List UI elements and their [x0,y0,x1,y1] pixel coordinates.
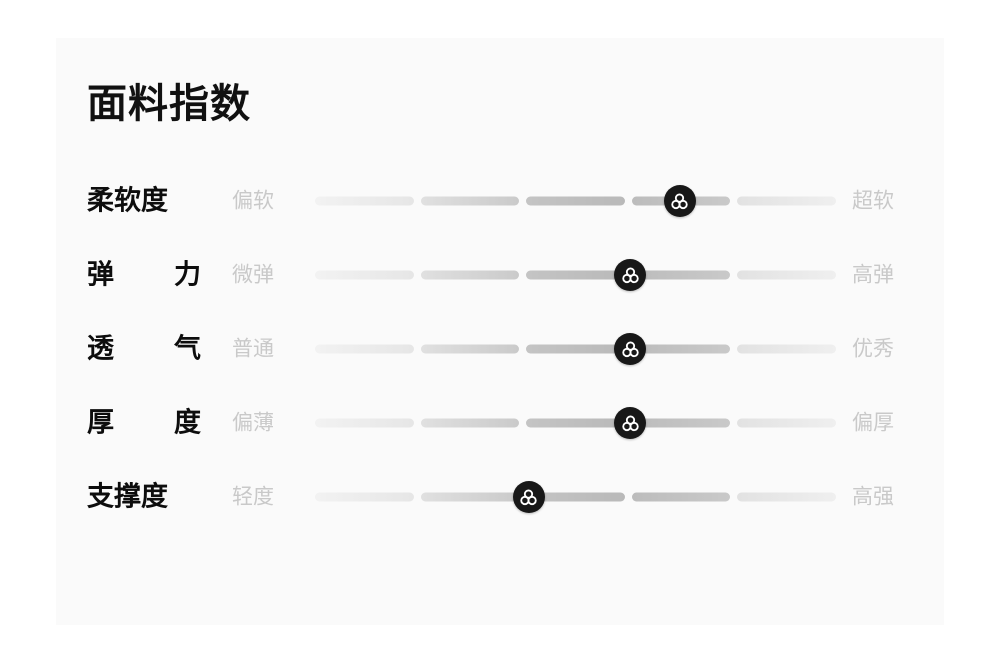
track-segment-1 [315,418,414,428]
track-segment-5 [737,196,836,206]
slider-thumb-elasticity[interactable] [614,259,647,291]
metric-label-breathability: 透 气 [87,333,205,364]
metric-label-char: 弹 [87,259,114,290]
slider-track[interactable] [315,270,836,280]
track-segment-2 [420,196,520,206]
metric-label-char: 气 [174,333,201,364]
slider-thumb-breathability[interactable] [614,333,647,365]
track-segment-3 [526,270,625,280]
track-segment-4 [631,492,731,502]
track-segment-2 [420,418,520,428]
track-segment-4 [631,270,731,280]
metric-row: 支撑度 轻度 [56,460,944,534]
trefoil-icon [518,487,539,508]
track-segment-5 [737,418,836,428]
metric-low-caption-elasticity: 微弹 [232,263,274,287]
metric-row: 柔软度 偏软 [56,164,944,238]
page-title: 面料指数 [87,82,251,126]
metric-low-caption-breathability: 普通 [232,337,274,361]
trefoil-icon [620,265,641,286]
track-segment-5 [737,492,836,502]
metric-label-char: 力 [174,259,201,290]
track-segment-3 [526,492,625,502]
metric-low-caption-thickness: 偏薄 [232,411,274,435]
trefoil-icon [669,191,690,212]
slider-support[interactable] [315,481,836,513]
metric-label-softness: 柔软度 [87,185,168,216]
slider-breathability[interactable] [315,333,836,365]
metric-high-caption-thickness: 偏厚 [852,411,894,435]
metric-label-thickness: 厚 度 [87,407,205,438]
metric-label-char: 度 [174,407,201,438]
slider-thickness[interactable] [315,407,836,439]
slider-track[interactable] [315,196,836,206]
slider-softness[interactable] [315,185,836,217]
slider-thumb-softness[interactable] [663,185,696,217]
metric-low-caption-support: 轻度 [232,485,274,509]
metric-row: 透 气 普通 [56,312,944,386]
metric-label-elasticity: 弹 力 [87,259,205,290]
track-segment-1 [315,270,414,280]
metric-high-caption-elasticity: 高弹 [852,263,894,287]
track-segment-1 [315,344,414,354]
track-segment-3 [526,344,625,354]
trefoil-icon [620,339,641,360]
metric-label-char: 透 [87,333,114,364]
metric-high-caption-support: 高强 [852,485,894,509]
metric-row: 厚 度 偏薄 [56,386,944,460]
metric-row: 弹 力 微弹 [56,238,944,312]
slider-track[interactable] [315,344,836,354]
track-segment-4 [631,418,731,428]
metric-low-caption-softness: 偏软 [232,189,274,213]
fabric-index-card: 面料指数 柔软度 偏软 [56,38,944,625]
track-segment-1 [315,492,414,502]
track-segment-5 [737,270,836,280]
track-segment-2 [420,344,520,354]
track-segment-3 [526,196,625,206]
slider-track[interactable] [315,418,836,428]
trefoil-icon [620,413,641,434]
track-segment-2 [420,270,520,280]
metric-row-list: 柔软度 偏软 [56,164,944,534]
metric-label-char: 厚 [87,407,114,438]
track-segment-4 [631,344,731,354]
metric-high-caption-softness: 超软 [852,189,894,213]
metric-high-caption-breathability: 优秀 [852,337,894,361]
slider-track[interactable] [315,492,836,502]
track-segment-5 [737,344,836,354]
track-segment-2 [420,492,520,502]
slider-thumb-support[interactable] [512,481,545,513]
track-segment-3 [526,418,625,428]
slider-elasticity[interactable] [315,259,836,291]
track-segment-1 [315,196,414,206]
slider-thumb-thickness[interactable] [614,407,647,439]
metric-label-support: 支撑度 [87,481,168,512]
